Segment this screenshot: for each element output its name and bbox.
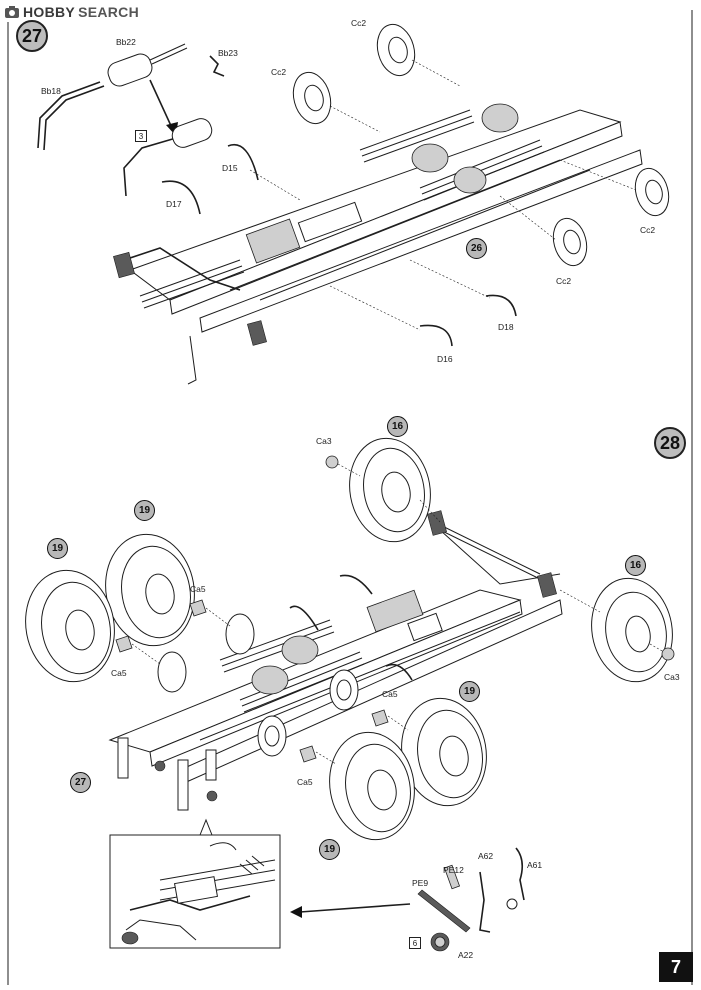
page-number: 7 (659, 952, 693, 982)
part-label-a22: A22 (458, 950, 474, 960)
fender-d18 (485, 294, 517, 317)
step-27-number: 27 (16, 20, 48, 52)
part-label-a61: A61 (527, 860, 543, 870)
step-28-number: 28 (654, 427, 686, 459)
part-label-ca5-d: Ca5 (297, 777, 313, 787)
watermark-brand: HOBBY (23, 4, 76, 20)
fender-d16 (419, 324, 453, 347)
tire-19-front-right (329, 731, 415, 841)
part-label-d15: D15 (222, 163, 238, 173)
watermark-search: SEARCH (78, 4, 139, 20)
chassis-frame-27 (113, 103, 643, 385)
callout-26: 26 (466, 238, 487, 259)
hubcap-ca5-shapes (115, 455, 675, 763)
callout-16-top: 16 (387, 416, 408, 437)
callout-19-d: 19 (319, 839, 340, 860)
part-label-bb18: Bb18 (41, 86, 61, 96)
part-label-ca5-a: Ca5 (190, 584, 206, 594)
part-label-ca3-right: Ca3 (664, 672, 680, 682)
tire-19-back-right (401, 697, 487, 807)
hobby-search-watermark: HOBBY SEARCH (4, 4, 139, 20)
inset-arrow-shaft (299, 903, 411, 913)
part-label-ca5-c: Ca5 (382, 689, 398, 699)
fender-d17 (161, 180, 201, 215)
mounted-exhaust (123, 137, 177, 197)
part-label-pe12: PE12 (443, 865, 464, 875)
part-label-cc2-bottom: Cc2 (556, 276, 572, 286)
step27-arrow-shaft (149, 79, 173, 129)
reference-box-3: 3 (135, 130, 147, 142)
callout-16-right: 16 (625, 555, 646, 576)
part-label-cc2-right: Cc2 (640, 225, 656, 235)
wheel-cc2-right (634, 167, 670, 217)
part-label-pe9: PE9 (412, 878, 429, 888)
tire-19-back-left (105, 533, 195, 647)
tire-16-right (591, 577, 673, 683)
part-label-ca5-b: Ca5 (111, 668, 127, 678)
part-label-d16: D16 (437, 354, 453, 364)
mounted-muffler (171, 118, 213, 148)
parts-detail (417, 847, 525, 952)
callout-27: 27 (70, 772, 91, 793)
callout-19-a: 19 (134, 500, 155, 521)
part-label-a62: A62 (478, 851, 494, 861)
part-label-bb23: Bb23 (218, 48, 238, 58)
bracket-bb23 (209, 55, 225, 77)
tire-19-front-left (25, 569, 115, 683)
part-label-d17: D17 (166, 199, 182, 209)
chassis-frame-28 (108, 510, 563, 811)
part-label-d18: D18 (498, 322, 514, 332)
part-label-bb22: Bb22 (116, 37, 136, 47)
tire-16-top (349, 437, 431, 543)
wheel-cc2-top (376, 23, 416, 77)
part-label-ca3-top: Ca3 (316, 436, 332, 446)
exhaust-pipe-bb18-inner (43, 85, 105, 151)
reference-box-6: 6 (409, 937, 421, 949)
part-label-cc2-left: Cc2 (271, 67, 287, 77)
part-label-cc2-top: Cc2 (351, 18, 367, 28)
wheel-cc2-bottom (552, 217, 588, 267)
callout-19-b: 19 (47, 538, 68, 559)
inset-arrow-head (290, 906, 302, 918)
wheel-cc2-left (292, 71, 332, 125)
detail-inset (109, 818, 281, 949)
muffler-bb22 (107, 43, 188, 87)
exhaust-pipe-bb18 (37, 81, 101, 149)
callout-19-c: 19 (459, 681, 480, 702)
camera-logo-icon (5, 6, 19, 18)
fender-d15 (227, 143, 259, 181)
